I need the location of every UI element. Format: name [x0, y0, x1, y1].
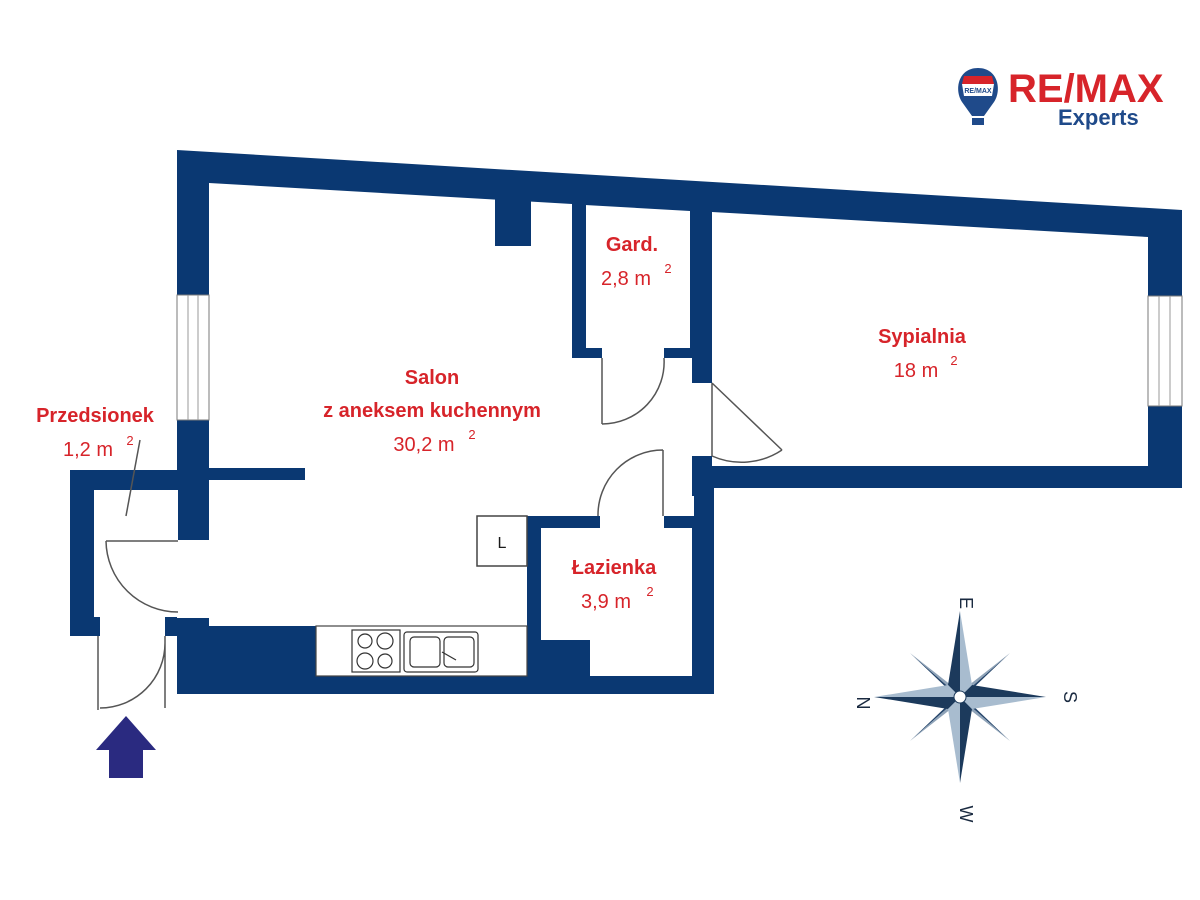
remax-logo: RE/MAX RE/MAX Experts [958, 67, 1164, 130]
przedsionek-unit-sup: 2 [126, 433, 133, 448]
garderoba-name: Gard. [606, 234, 658, 256]
label-salon: Salon z aneksem kuchennym 30,2 m 2 [323, 367, 541, 456]
garderoba-area: 2,8 m [601, 268, 651, 290]
logo-brand: RE/MAX [1008, 67, 1164, 111]
door-sypialnia [711, 382, 783, 463]
salon-name: Salon [405, 367, 459, 389]
window-sypialnia [1147, 295, 1183, 407]
kitchen-counter [315, 625, 528, 677]
compass-rose-icon [874, 611, 1046, 783]
corridor-floor [664, 380, 694, 520]
partition-wall [209, 468, 305, 480]
sypialnia-unit-sup: 2 [950, 353, 957, 368]
przedsionek-walls [70, 470, 180, 636]
przedsionek-name: Przedsionek [36, 405, 155, 427]
lazienka-name: Łazienka [572, 557, 657, 579]
garderoba-bottom-wall-right [664, 348, 694, 358]
compass-south: S [1060, 691, 1080, 703]
fridge [476, 515, 528, 567]
sypialnia-name: Sypialnia [878, 326, 967, 348]
svg-text:RE/MAX: RE/MAX [964, 88, 992, 95]
door-lazienka [597, 449, 664, 517]
przedsionek-floor [94, 490, 178, 617]
sypialnia-left-wall-lower [692, 456, 712, 496]
lazienka-top-wall-right [663, 516, 694, 528]
door-swings [97, 357, 783, 710]
compass-east: E [956, 597, 976, 609]
windows [176, 294, 1183, 421]
interior-walls [209, 198, 712, 694]
label-garderoba: Gard. 2,8 m 2 [601, 234, 672, 290]
sypialnia-left-wall [692, 211, 712, 383]
przedsionek-area: 1,2 m [63, 439, 113, 461]
lazienka-area: 3,9 m [581, 591, 631, 613]
sink [403, 631, 479, 673]
salon-name-line2: z aneksem kuchennym [323, 400, 541, 422]
garderoba-bottom-wall [572, 348, 602, 358]
sypialnia-area: 18 m [894, 360, 938, 382]
lazienka-left-wall [527, 516, 541, 694]
door-garderoba [601, 357, 665, 425]
door-entrance-inner [105, 540, 179, 613]
label-lazienka: Łazienka 3,9 m 2 [572, 557, 657, 613]
logo-sub: Experts [1058, 105, 1139, 130]
window-salon [176, 294, 210, 421]
label-sypialnia: Sypialnia 18 m 2 [878, 326, 967, 382]
floor-area [209, 183, 1148, 676]
garderoba-left-wall [572, 204, 586, 356]
cooktop [351, 629, 401, 673]
label-przedsionek: Przedsionek 1,2 m 2 [36, 405, 155, 461]
garderoba-floor [585, 205, 690, 348]
salon-unit-sup: 2 [468, 427, 475, 442]
salon-floor [209, 183, 694, 676]
salon-area: 30,2 m [393, 434, 454, 456]
compass-west: W [956, 806, 976, 823]
fridge-label: L [498, 535, 507, 552]
sypialnia-floor [712, 212, 1148, 466]
compass-north: N [853, 697, 873, 710]
lazienka-corner [541, 640, 590, 680]
lazienka-top-wall-left [527, 516, 597, 528]
balloon-icon: RE/MAX [958, 68, 998, 125]
entrance-arrow-icon [96, 716, 156, 778]
door-openings [100, 348, 712, 636]
column [495, 198, 531, 246]
lazienka-unit-sup: 2 [646, 584, 653, 599]
lazienka-floor [541, 528, 692, 676]
door-entrance-outer [99, 636, 166, 709]
garderoba-unit-sup: 2 [664, 261, 671, 276]
